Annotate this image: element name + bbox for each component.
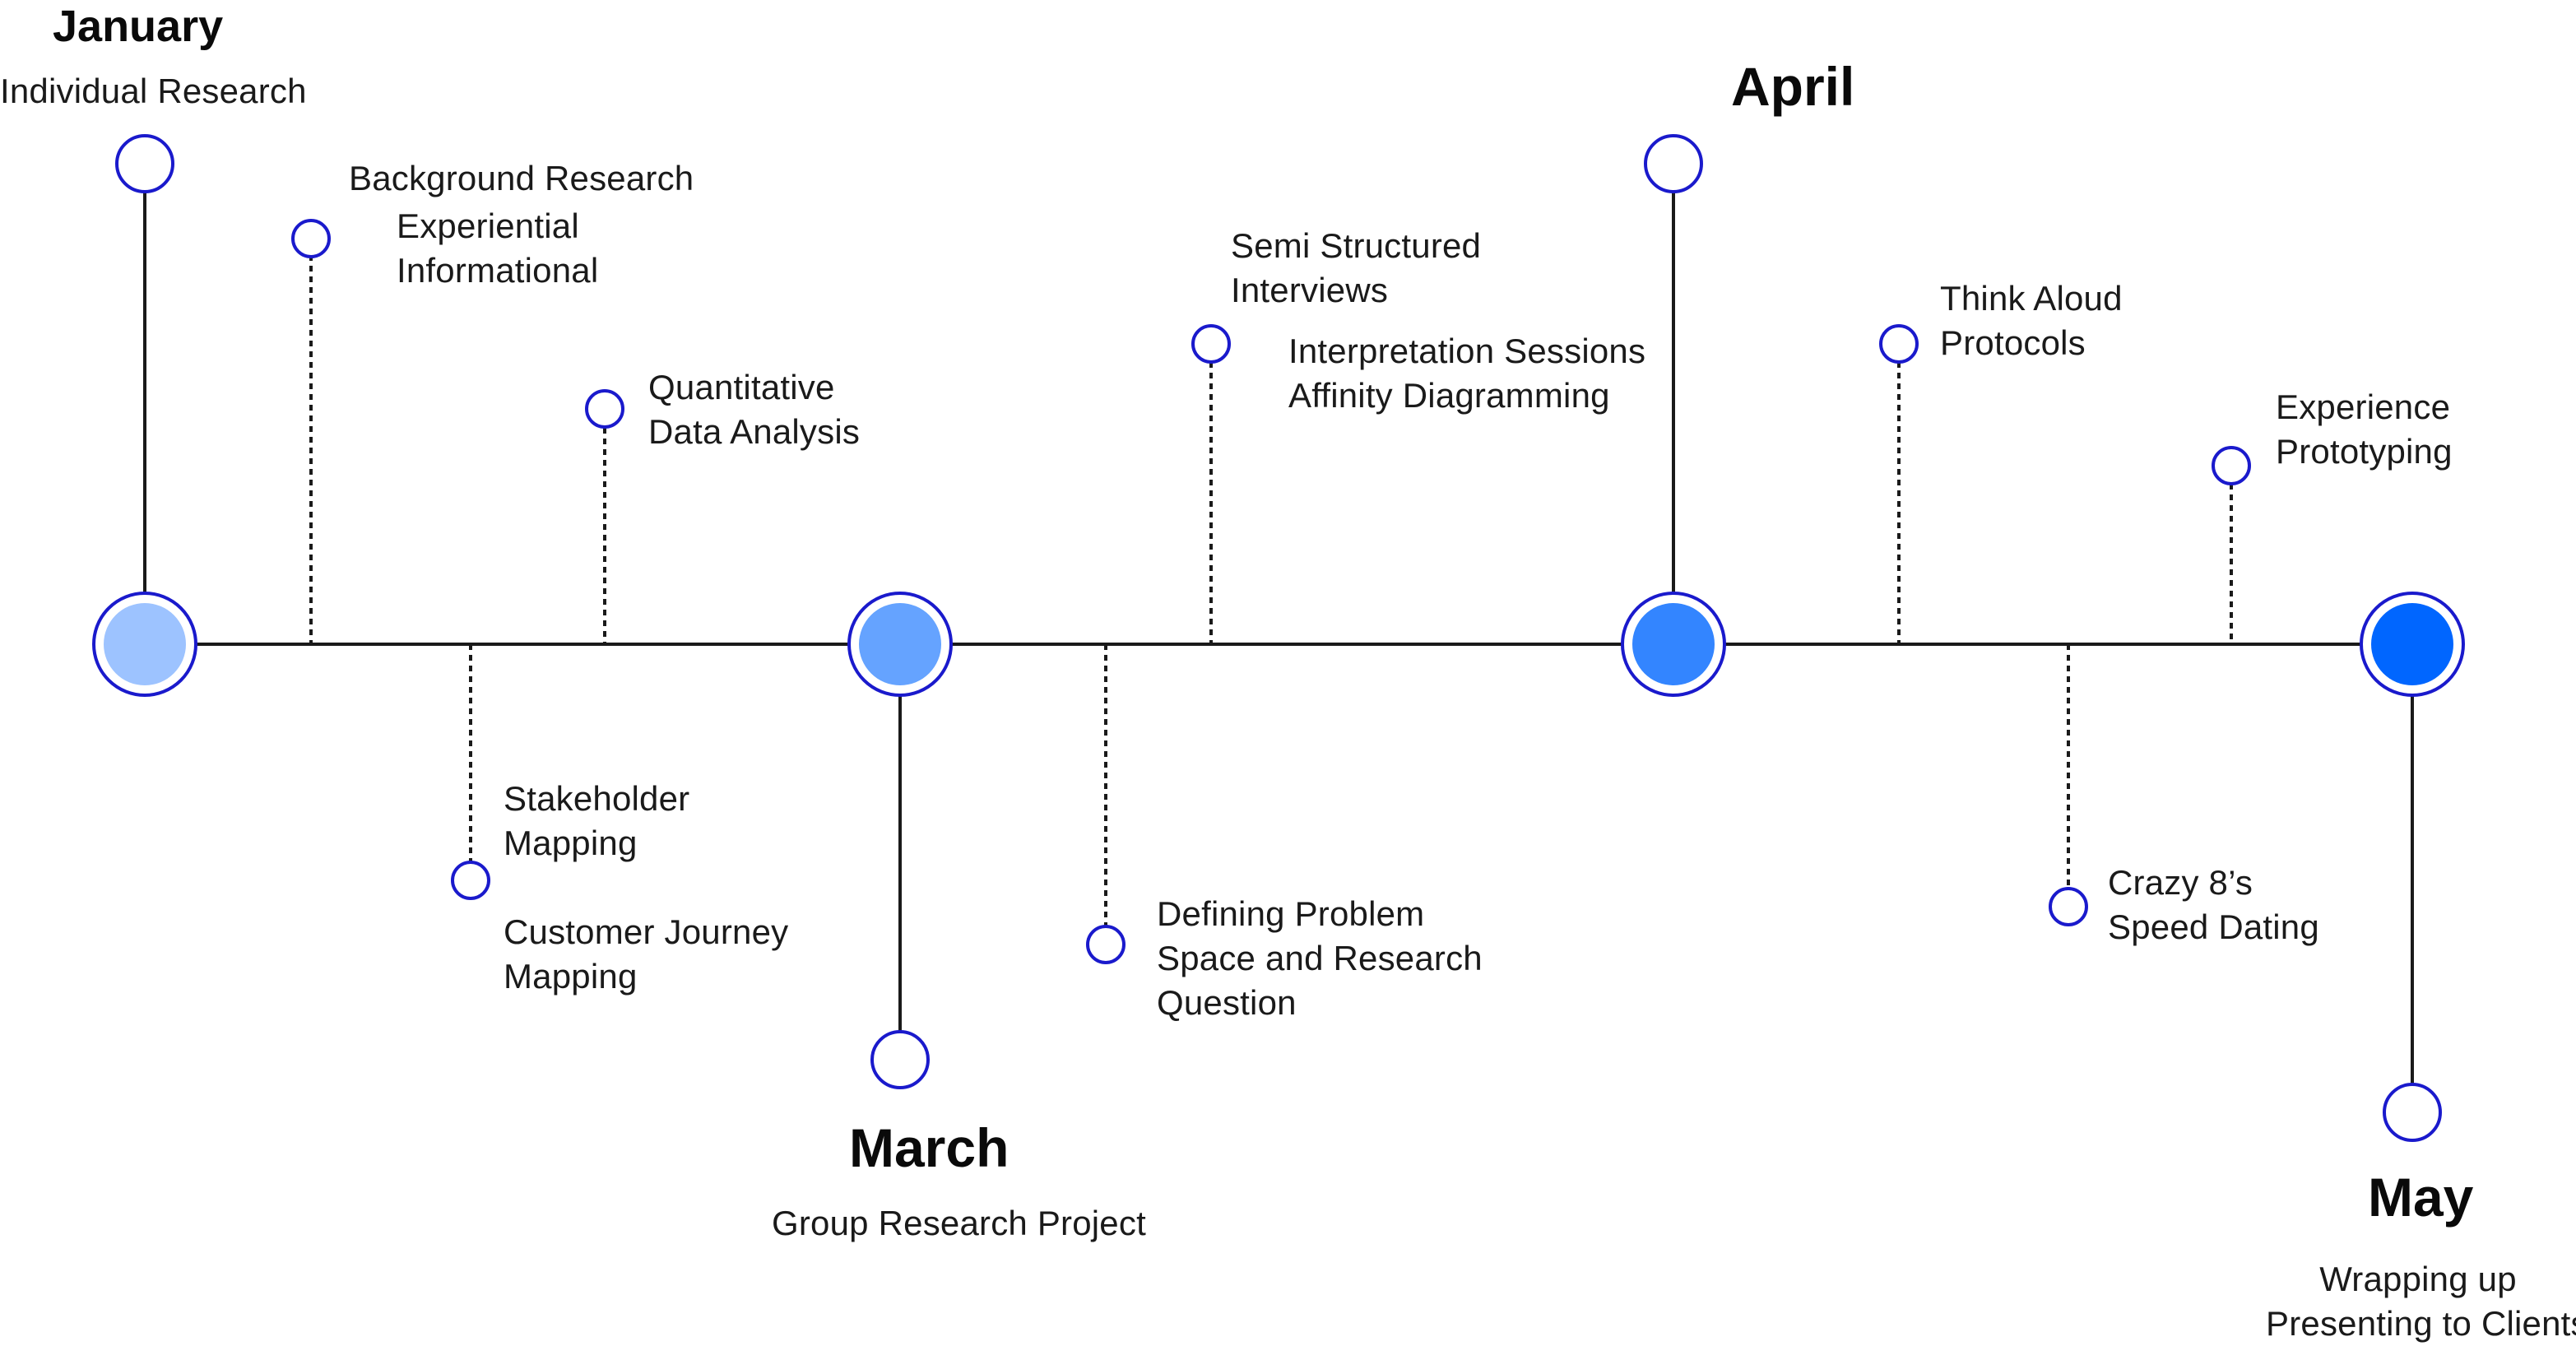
may-subtitle: Wrapping up Presenting to Clients xyxy=(2266,1257,2576,1346)
informational-label: Informational xyxy=(397,251,599,290)
defining-problem-line3: Question xyxy=(1157,983,1297,1022)
january-subtitle: Individual Research xyxy=(0,72,307,110)
march-title: March xyxy=(849,1117,1010,1178)
quantitative-label: Quantitative Data Analysis xyxy=(648,365,860,454)
stakeholder-label: Stakeholder Mapping xyxy=(504,777,689,866)
april-end-node xyxy=(1644,134,1703,193)
experience-proto-line2: Prototyping xyxy=(2276,432,2453,471)
experience-proto-node xyxy=(2212,446,2251,485)
customer-journey-label: Customer Journey Mapping xyxy=(504,910,788,999)
january-node-fill xyxy=(104,603,186,685)
may-subtitle-line1: Wrapping up xyxy=(2319,1260,2517,1298)
think-aloud-label: Think Aloud Protocols xyxy=(1940,276,2123,365)
quantitative-node xyxy=(585,389,624,429)
interpretation-label: Interpretation Sessions Affinity Diagram… xyxy=(1288,329,1645,418)
may-subtitle-line2: Presenting to Clients xyxy=(2266,1304,2576,1343)
stakeholder-node xyxy=(451,861,490,900)
crazy8-label: Crazy 8’s Speed Dating xyxy=(2108,861,2319,949)
background-research-label: Background Research xyxy=(349,159,694,197)
experience-proto-label: Experience Prototyping xyxy=(2276,385,2453,474)
crazy8-line2: Speed Dating xyxy=(2108,907,2319,946)
january-title: January xyxy=(53,2,224,51)
defining-problem-line2: Space and Research xyxy=(1157,939,1483,977)
quantitative-line2: Data Analysis xyxy=(648,412,861,451)
defining-problem-label: Defining Problem Space and Research Ques… xyxy=(1157,892,1483,1025)
march-subtitle: Group Research Project xyxy=(772,1204,1146,1242)
think-aloud-line2: Protocols xyxy=(1940,323,2086,362)
may-end-node xyxy=(2383,1083,2442,1142)
customer-journey-line2: Mapping xyxy=(504,957,638,996)
semi-structured-node xyxy=(1191,324,1231,364)
experiential-label: Experiential xyxy=(397,207,579,245)
march-end-node xyxy=(870,1030,930,1089)
march-node-fill xyxy=(859,603,941,685)
customer-journey-line1: Customer Journey xyxy=(504,912,789,951)
defining-problem-line1: Defining Problem xyxy=(1157,894,1425,933)
quantitative-line1: Quantitative xyxy=(648,368,835,406)
interpretation-line2: Affinity Diagramming xyxy=(1288,376,1610,415)
semi-structured-label: Semi Structured Interviews xyxy=(1231,224,1481,313)
think-aloud-node xyxy=(1879,324,1919,364)
april-node-fill xyxy=(1632,603,1715,685)
may-node-fill xyxy=(2371,603,2453,685)
stakeholder-line2: Mapping xyxy=(504,824,638,862)
think-aloud-line1: Think Aloud xyxy=(1940,279,2123,318)
crazy8-line1: Crazy 8’s xyxy=(2108,863,2253,902)
interpretation-line1: Interpretation Sessions xyxy=(1288,332,1646,370)
defining-problem-node xyxy=(1086,925,1126,964)
january-end-node xyxy=(115,134,174,193)
stakeholder-line1: Stakeholder xyxy=(504,779,690,818)
semi-structured-line1: Semi Structured xyxy=(1231,226,1482,265)
semi-structured-line2: Interviews xyxy=(1231,271,1389,309)
april-title: April xyxy=(1731,56,1855,117)
experience-proto-line1: Experience xyxy=(2276,388,2451,426)
may-title: May xyxy=(2368,1167,2474,1228)
crazy8-node xyxy=(2049,887,2088,926)
background-research-node xyxy=(291,219,331,258)
